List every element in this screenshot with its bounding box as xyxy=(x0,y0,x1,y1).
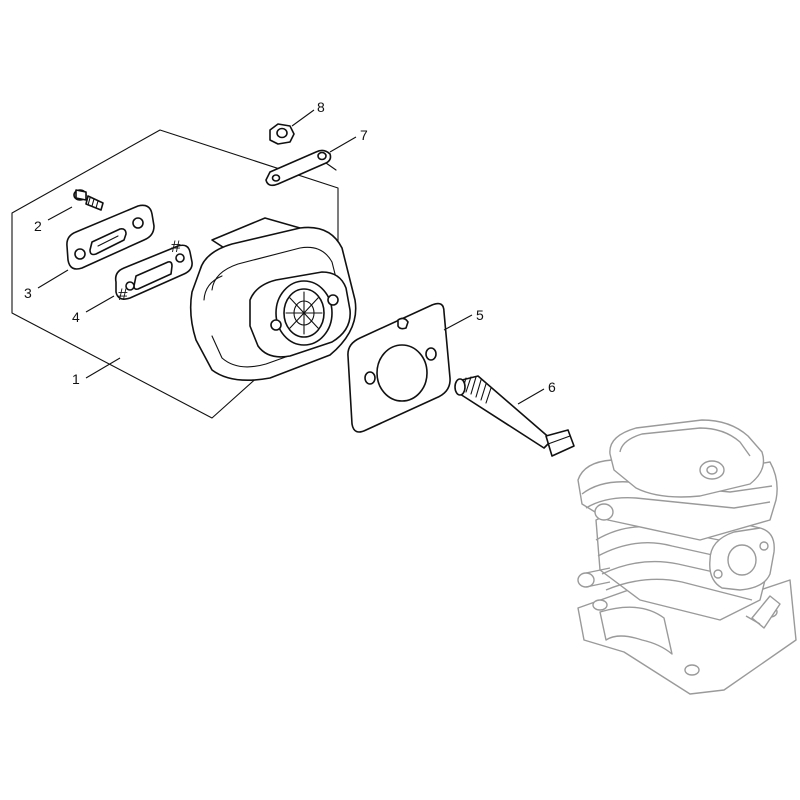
hash-mark-left: # xyxy=(118,285,128,304)
nut-part-8[interactable] xyxy=(269,123,295,145)
muffler-body[interactable] xyxy=(189,217,357,381)
spark-arrestor-screen xyxy=(285,291,323,335)
callout-1: 1 xyxy=(72,371,80,387)
callout-5: 5 xyxy=(476,307,484,323)
engine-cylinder-reference xyxy=(577,419,797,695)
bolt-part-6[interactable] xyxy=(454,375,575,457)
callout-7: 7 xyxy=(360,127,368,143)
leader-lines xyxy=(37,109,545,405)
hash-mark-right: # xyxy=(171,237,181,256)
callout-3: 3 xyxy=(24,285,32,301)
bracket-part-7[interactable] xyxy=(265,149,337,187)
plate-part-3[interactable] xyxy=(66,204,155,270)
gasket-part-5[interactable] xyxy=(347,302,451,433)
callout-8: 8 xyxy=(317,99,325,115)
screw-part-2[interactable] xyxy=(73,189,104,211)
gasket-part-4[interactable]: # # xyxy=(114,237,193,304)
callout-6: 6 xyxy=(548,379,556,395)
callout-2: 2 xyxy=(34,218,42,234)
callout-4: 4 xyxy=(72,309,80,325)
